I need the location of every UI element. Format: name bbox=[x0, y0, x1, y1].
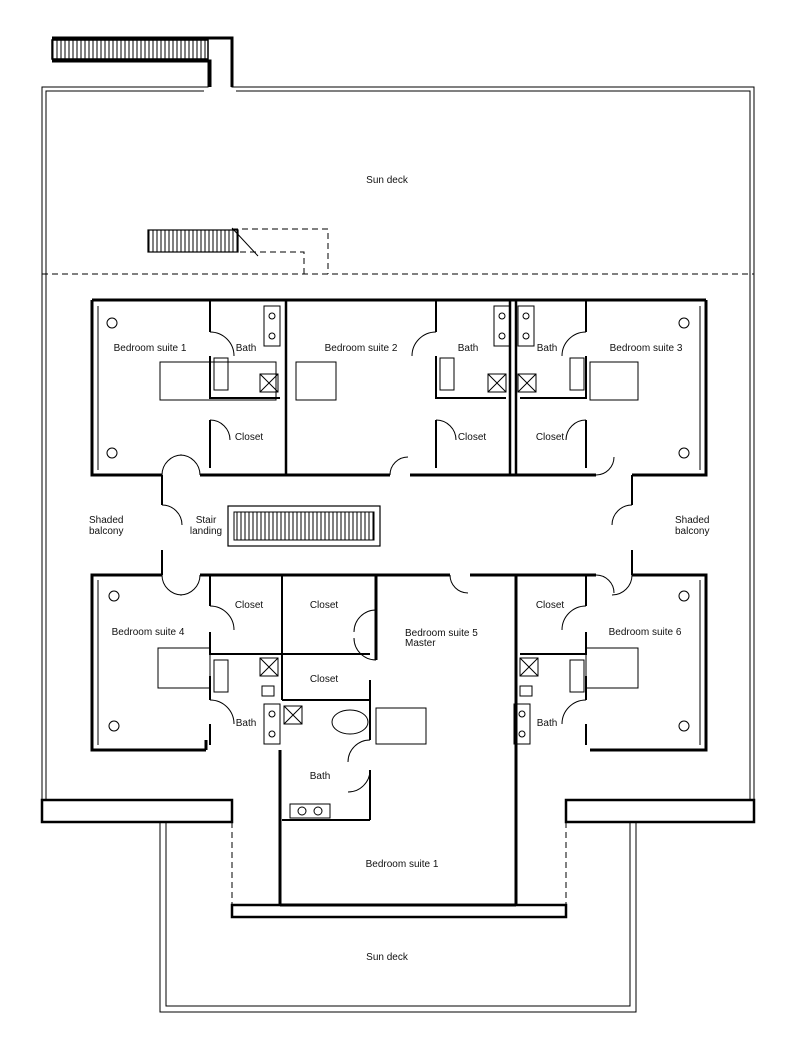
exterior-stair-top bbox=[51, 36, 234, 87]
upper-wing-interior bbox=[97, 300, 701, 470]
lower-deck bbox=[40, 798, 756, 1013]
bath-master-label: Bath bbox=[309, 771, 331, 782]
central-stair bbox=[227, 505, 381, 547]
shaded-balcony-left-line2: balcony bbox=[89, 526, 124, 537]
bedroom-suite-5-master-label: Master bbox=[405, 638, 436, 649]
lower-wing-interior bbox=[97, 575, 701, 821]
shaded-balcony-right-line1: Shaded bbox=[675, 515, 710, 526]
bedroom-suite-6-label: Bedroom suite 6 bbox=[608, 627, 682, 638]
bedroom-suite-1-bottom-label: Bedroom suite 1 bbox=[365, 859, 439, 870]
bath-suite-2-label: Bath bbox=[457, 343, 479, 354]
corridor-walls bbox=[161, 475, 633, 575]
closet-suite-3-label: Closet bbox=[535, 432, 565, 443]
closet-mid-2-label: Closet bbox=[309, 674, 339, 685]
shaded-balcony-right-line2: balcony bbox=[675, 526, 710, 537]
sun-deck-bottom-label: Sun deck bbox=[366, 952, 408, 963]
upper-door-swings bbox=[161, 331, 615, 476]
closet-suite-6-label: Closet bbox=[535, 600, 565, 611]
shaded-balcony-left-line1: Shaded bbox=[89, 515, 124, 526]
closet-mid-1-label: Closet bbox=[309, 600, 339, 611]
closet-suite-2-label: Closet bbox=[457, 432, 487, 443]
bath-suite-3-label: Bath bbox=[536, 343, 558, 354]
deck-stair bbox=[147, 227, 329, 274]
closet-suite-1-label: Closet bbox=[234, 432, 264, 443]
lower-wing-walls bbox=[90, 573, 708, 907]
upper-fixtures bbox=[106, 305, 690, 459]
bedroom-suite-2-label: Bedroom suite 2 bbox=[324, 343, 398, 354]
bath-suite-1-label: Bath bbox=[235, 343, 257, 354]
bath-suite-4-label: Bath bbox=[235, 718, 257, 729]
stair-landing-line2: landing bbox=[189, 526, 223, 537]
lower-door-swings bbox=[161, 574, 633, 793]
sun-deck-top-label: Sun deck bbox=[366, 175, 408, 186]
closet-suite-4-label: Closet bbox=[234, 600, 264, 611]
lower-fixtures bbox=[108, 590, 690, 819]
bedroom-suite-5-label: Bedroom suite 5 bbox=[405, 628, 478, 639]
bedroom-suite-3-label: Bedroom suite 3 bbox=[609, 343, 683, 354]
outer-deck-outline bbox=[41, 37, 755, 800]
stair-landing-line1: Stair bbox=[195, 515, 217, 526]
upper-wing-walls bbox=[90, 298, 708, 477]
bedroom-suite-1-label: Bedroom suite 1 bbox=[113, 343, 187, 354]
bath-suite-6-label: Bath bbox=[536, 718, 558, 729]
bedroom-suite-4-label: Bedroom suite 4 bbox=[111, 627, 185, 638]
